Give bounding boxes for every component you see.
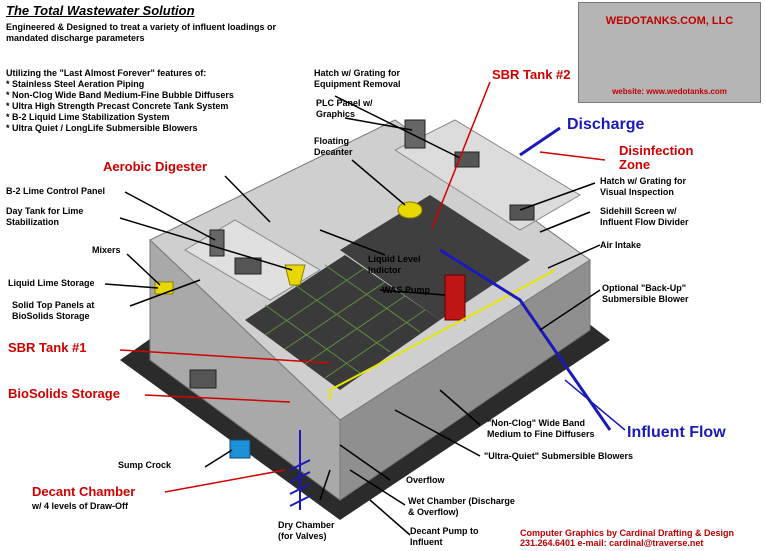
- feature-item: * Stainless Steel Aeration Piping: [6, 79, 145, 89]
- brand-box: WEDOTANKS.COM, LLC website: www.wedotank…: [578, 2, 761, 103]
- b2-panel: [209, 229, 225, 257]
- label-wet-chamber: Wet Chamber (Discharge & Overflow): [408, 496, 515, 517]
- label-sbr1: SBR Tank #1: [8, 340, 87, 355]
- label-decant-chamber: Decant Chamber w/ 4 levels of Draw-Off: [32, 485, 135, 513]
- label-air-intake: Air Intake: [600, 240, 642, 250]
- label-b2-panel: B-2 Lime Control Panel: [6, 186, 106, 196]
- label-sbr2: SBR Tank #2: [492, 67, 571, 82]
- sbr2-opening: [340, 195, 530, 320]
- label-liquid-lime: Liquid Lime Storage: [8, 278, 95, 288]
- features-list: Utilizing the "Last Almost Forever" feat…: [6, 68, 306, 134]
- label-diffusers: "Non-Clog" Wide Band Medium to Fine Diff…: [487, 418, 595, 439]
- credit-block: Computer Graphics by Cardinal Drafting &…: [520, 528, 734, 548]
- intro-text: Engineered & Designed to treat a variety…: [6, 22, 277, 43]
- decant-chamber-title: Decant Chamber: [32, 484, 136, 499]
- label-aerobic-digester: Aerobic Digester: [103, 159, 208, 174]
- discharge-pipe: [519, 126, 561, 157]
- label-hatch-visual: Hatch w/ Grating for Visual Inspection: [600, 176, 687, 197]
- label-dry-chamber: Dry Chamber (for Valves): [278, 520, 335, 541]
- label-sidehill-screen: Sidehill Screen w/ Influent Flow Divider: [600, 206, 689, 227]
- label-plc-panel: PLC Panel w/ Graphics: [316, 98, 373, 119]
- label-blowers: "Ultra-Quiet" Submersible Blowers: [484, 451, 634, 461]
- hatch-biosolids: [189, 369, 217, 389]
- label-sump-crock: Sump Crock: [118, 460, 172, 470]
- floating-decanter: [397, 201, 423, 219]
- label-decant-pump: Decant Pump to Influent: [410, 526, 479, 547]
- influent-pipe: [439, 248, 612, 431]
- feature-item: * Ultra Quiet / LongLife Submersible Blo…: [6, 123, 198, 133]
- label-mixers: Mixers: [92, 245, 121, 255]
- sbr1-grid: [264, 264, 426, 379]
- tank-right-wall: [339, 259, 591, 501]
- feature-item: * Non-Clog Wide Band Medium-Fine Bubble …: [6, 90, 234, 100]
- label-day-tank: Day Tank for Lime Stabilization: [6, 206, 84, 227]
- label-biosolids-storage: BioSolids Storage: [8, 386, 120, 401]
- hatch-visual: [509, 204, 535, 221]
- label-disinfection-zone: Disinfection Zone: [619, 143, 694, 172]
- sump-crock: [229, 439, 251, 459]
- decant-levels: [289, 459, 311, 507]
- lime-piping: [329, 269, 556, 400]
- sbr2-top: [393, 119, 581, 231]
- features-heading: Utilizing the "Last Almost Forever" feat…: [6, 68, 207, 78]
- brand-name: WEDOTANKS.COM, LLC: [605, 15, 734, 27]
- was-pump: [444, 274, 466, 321]
- label-influent-flow: Influent Flow: [627, 424, 726, 441]
- label-was-pump: WAS Pump: [382, 285, 431, 295]
- decant-chamber-sub: w/ 4 levels of Draw-Off: [32, 501, 129, 511]
- label-floating-decanter: Floating Decanter: [314, 136, 353, 157]
- red-leader-lines: [119, 81, 606, 493]
- hatch-top-left: [234, 257, 262, 275]
- label-overflow: Overflow: [406, 475, 445, 485]
- credit-line-2: 231.264.6401 e-mail: cardinal@traverse.n…: [520, 538, 704, 548]
- plc-panel: [404, 119, 426, 149]
- page-title: The Total Wastewater Solution: [6, 3, 195, 18]
- leader-lines: [104, 95, 601, 536]
- label-backup-blower: Optional "Back-Up" Submersible Blower: [602, 283, 689, 304]
- feature-item: * B-2 Liquid Lime Stabilization System: [6, 112, 170, 122]
- label-liquid-level: Liquid Level Indictor: [368, 254, 421, 275]
- label-hatch-equipment: Hatch w/ Grating for Equipment Removal: [314, 68, 401, 89]
- label-discharge: Discharge: [567, 116, 645, 133]
- sbr1-grating: [245, 255, 440, 390]
- label-solid-top-panels: Solid Top Panels at BioSolids Storage: [12, 300, 95, 321]
- credit-line-1: Computer Graphics by Cardinal Drafting &…: [520, 528, 735, 538]
- influent-leader: [564, 379, 626, 431]
- feature-item: * Ultra High Strength Precast Concrete T…: [6, 101, 229, 111]
- brand-website: website: www.wedotanks.com: [612, 87, 727, 96]
